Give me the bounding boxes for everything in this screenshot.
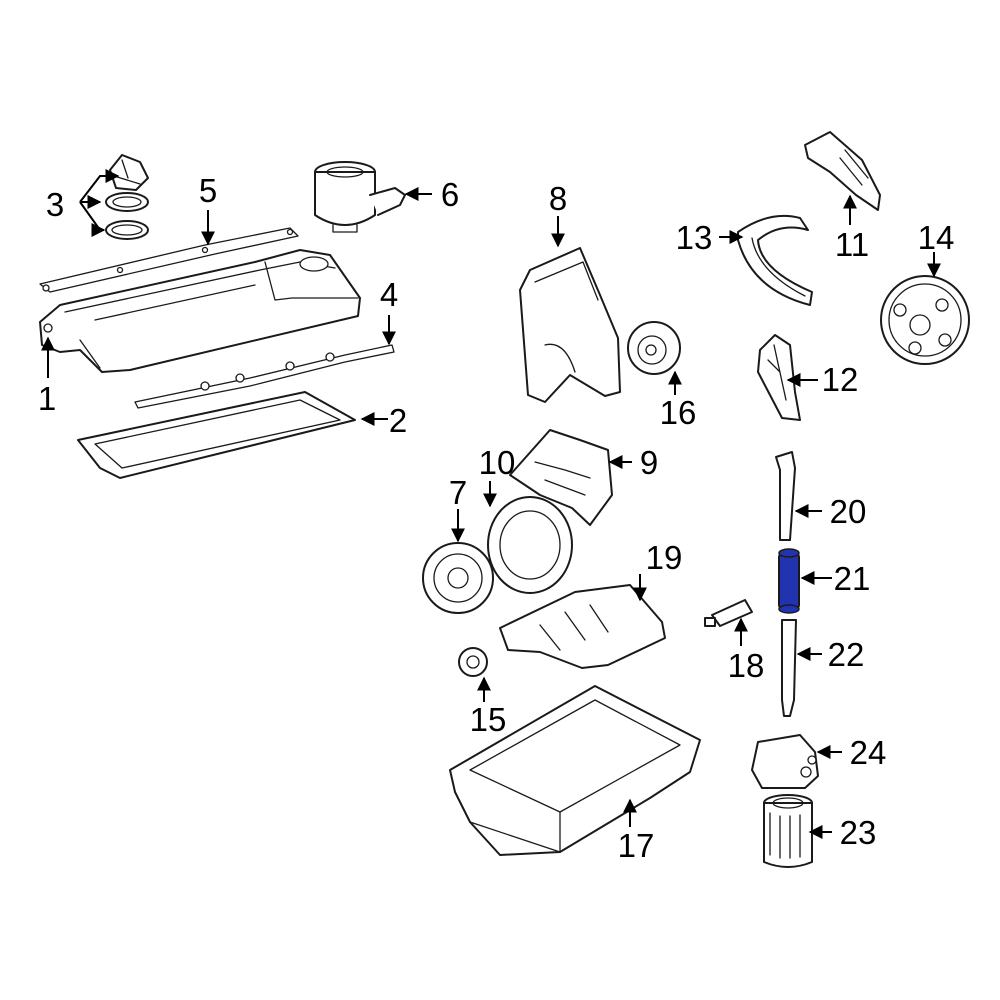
callout-8[interactable]: 8 <box>549 180 567 217</box>
breather-housing-part[interactable] <box>314 161 406 233</box>
callout-2[interactable]: 2 <box>389 402 407 439</box>
callout-7[interactable]: 7 <box>449 474 467 511</box>
callout-18[interactable]: 18 <box>728 647 765 684</box>
oil-filter-part[interactable] <box>763 794 813 868</box>
valve-cover-part[interactable] <box>39 249 361 373</box>
timing-cover-piece-part[interactable] <box>804 131 881 211</box>
callout-12[interactable]: 12 <box>822 361 859 398</box>
gasket-part[interactable] <box>134 344 395 409</box>
dipstick-tube-part-highlighted[interactable] <box>778 548 800 614</box>
sealant-tube-part[interactable] <box>704 599 753 627</box>
callout-23[interactable]: 23 <box>840 814 877 851</box>
oil-pan-part[interactable] <box>449 685 701 856</box>
callout-14[interactable]: 14 <box>918 219 955 256</box>
callout-21[interactable]: 21 <box>834 560 871 597</box>
callout-24[interactable]: 24 <box>850 734 887 771</box>
callout-22[interactable]: 22 <box>828 636 865 673</box>
leader-lines <box>41 169 941 839</box>
callout-15[interactable]: 15 <box>470 701 507 738</box>
upper-timing-cover-part[interactable] <box>519 247 621 403</box>
callout-6[interactable]: 6 <box>441 176 459 213</box>
dipstick-tube-part[interactable] <box>781 619 797 717</box>
oil-filler-cap-part[interactable] <box>105 154 149 240</box>
callout-13[interactable]: 13 <box>676 219 713 256</box>
timing-belt-part[interactable] <box>737 214 813 306</box>
crankshaft-pulley-part[interactable] <box>422 542 494 614</box>
callout-17[interactable]: 17 <box>618 827 655 864</box>
callout-9[interactable]: 9 <box>640 444 658 481</box>
callout-11[interactable]: 11 <box>835 226 869 263</box>
lower-timing-cover-part[interactable] <box>487 496 573 594</box>
callout-3[interactable]: 3 <box>46 186 64 223</box>
callout-5[interactable]: 5 <box>199 172 217 209</box>
lower-gasket-part[interactable] <box>77 391 356 479</box>
callout-10[interactable]: 10 <box>479 444 516 481</box>
crankshaft-sprocket-part[interactable] <box>458 647 488 677</box>
callout-19[interactable]: 19 <box>646 539 683 576</box>
dipstick-handle-part[interactable] <box>775 451 796 541</box>
callout-4[interactable]: 4 <box>380 276 398 313</box>
callout-16[interactable]: 16 <box>660 394 697 431</box>
tensioner-pulley-part[interactable] <box>627 321 681 375</box>
middle-timing-cover-part[interactable] <box>509 429 613 526</box>
oil-pump-part[interactable] <box>499 584 666 669</box>
oil-filter-housing-part[interactable] <box>751 734 819 789</box>
callout-20[interactable]: 20 <box>830 493 867 530</box>
camshaft-sprocket-part[interactable] <box>880 275 970 365</box>
callout-labels: 1 2 3 4 5 6 7 8 9 10 11 12 13 14 15 16 1… <box>38 172 955 864</box>
callout-1[interactable]: 1 <box>38 380 56 417</box>
bracket-part[interactable] <box>757 334 801 421</box>
